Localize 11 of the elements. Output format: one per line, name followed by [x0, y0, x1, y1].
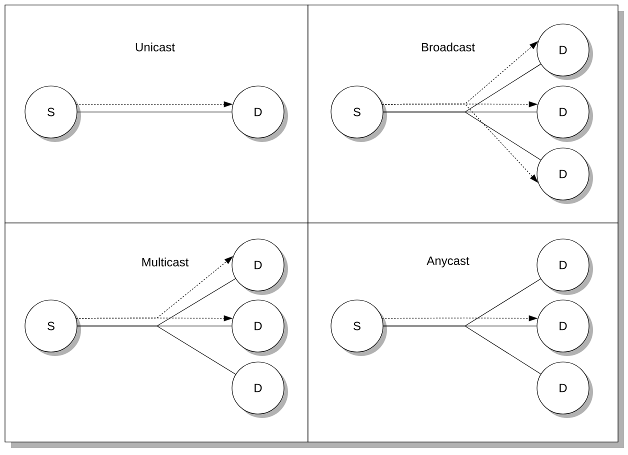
connector	[383, 326, 542, 374]
connector	[76, 101, 233, 108]
connector	[382, 104, 538, 183]
connector	[383, 112, 542, 160]
connector	[76, 315, 233, 322]
connector	[382, 315, 538, 322]
panel-title: Broadcast	[422, 42, 475, 52]
connector	[77, 326, 236, 375]
panel-title: Multicast	[142, 258, 189, 266]
panel-title: Anycast	[426, 256, 470, 268]
panel-title: Unicast	[136, 42, 175, 52]
